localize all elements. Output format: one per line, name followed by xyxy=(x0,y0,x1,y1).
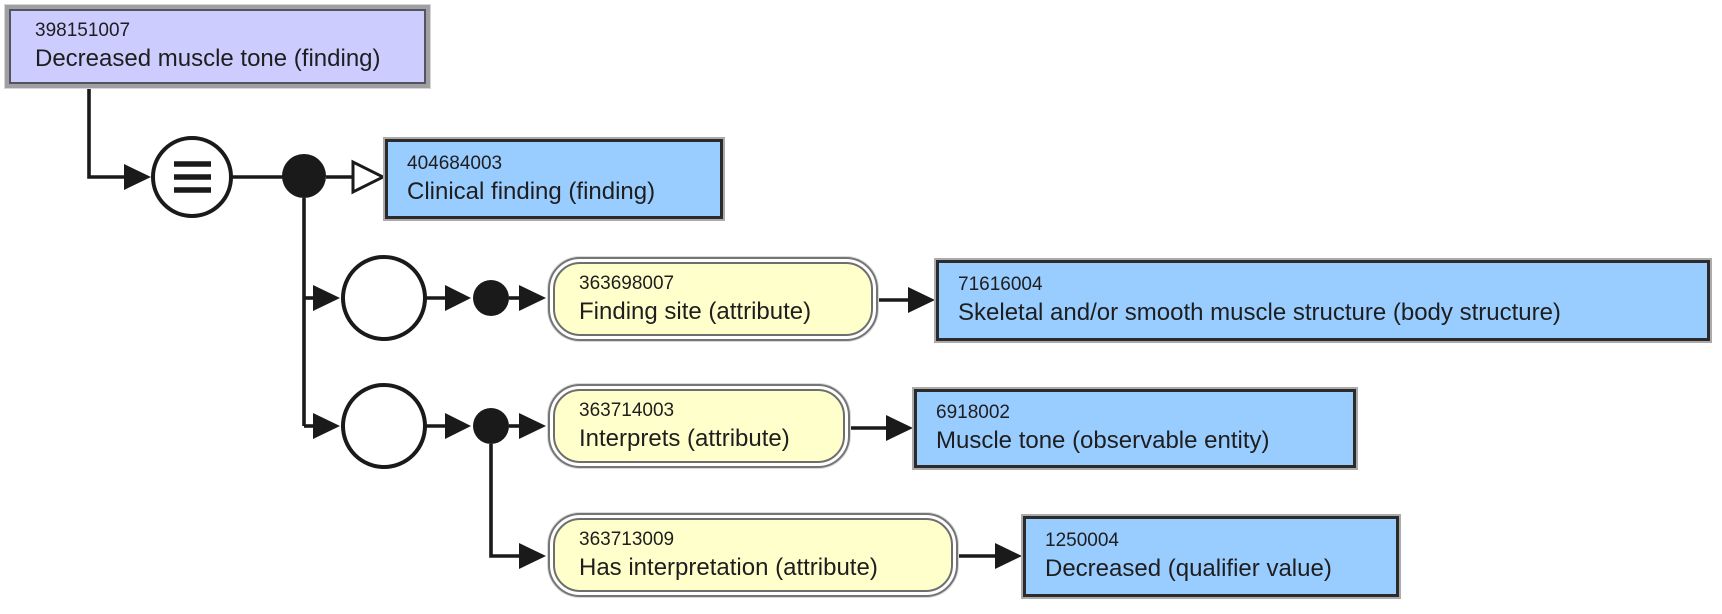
attribute-box-has-interpretation: 363713009 Has interpretation (attribute) xyxy=(548,513,958,597)
attribute-term: Interprets (attribute) xyxy=(579,424,790,452)
concept-code: 6918002 xyxy=(936,402,1010,424)
value-box-observable-entity: 6918002 Muscle tone (observable entity) xyxy=(914,389,1356,468)
connector-line xyxy=(489,444,519,558)
attribute-code: 363714003 xyxy=(579,399,675,421)
attribute-box-inner: 363713009 Has interpretation (attribute) xyxy=(553,518,953,592)
arrowhead-icon xyxy=(908,287,935,313)
value-box-qualifier-value: 1250004 Decreased (qualifier value) xyxy=(1023,516,1399,597)
attribute-box-interprets: 363714003 Interprets (attribute) xyxy=(548,384,850,468)
isa-arrowhead-icon xyxy=(351,159,387,195)
arrowhead-icon xyxy=(886,415,913,441)
value-box-body-structure: 71616004 Skeletal and/or smooth muscle s… xyxy=(936,260,1710,341)
arrowhead-icon xyxy=(445,285,471,311)
concept-code: 1250004 xyxy=(1045,530,1119,552)
arrowhead-icon xyxy=(519,543,546,569)
attribute-box-inner: 363698007 Finding site (attribute) xyxy=(553,262,873,336)
attribute-box-finding-site: 363698007 Finding site (attribute) xyxy=(548,257,878,341)
attribute-box-inner: 363714003 Interprets (attribute) xyxy=(553,389,845,463)
concept-code: 404684003 xyxy=(407,152,503,174)
arrowhead-icon xyxy=(313,413,340,439)
attribute-term: Finding site (attribute) xyxy=(579,297,812,325)
conjunction-node xyxy=(473,408,509,444)
role-group-node xyxy=(341,255,427,341)
conjunction-node xyxy=(282,154,326,198)
arrowhead-icon xyxy=(995,543,1022,569)
arrowhead-icon xyxy=(313,285,340,311)
concept-code: 398151007 xyxy=(35,20,131,42)
conjunction-node xyxy=(473,280,509,316)
attribute-code: 363698007 xyxy=(579,272,675,294)
isa-target-box: 404684003 Clinical finding (finding) xyxy=(385,139,723,219)
arrowhead-icon xyxy=(124,164,151,190)
concept-term: Decreased muscle tone (finding) xyxy=(35,45,381,73)
connector-line xyxy=(87,88,124,179)
attribute-term: Has interpretation (attribute) xyxy=(579,553,878,581)
attribute-code: 363713009 xyxy=(579,528,675,550)
arrowhead-icon xyxy=(519,285,546,311)
concept-term: Muscle tone (observable entity) xyxy=(936,427,1270,455)
arrowhead-icon xyxy=(445,413,471,439)
concept-term: Decreased (qualifier value) xyxy=(1045,555,1332,583)
root-concept-box: 398151007 Decreased muscle tone (finding… xyxy=(9,9,426,84)
concept-term: Clinical finding (finding) xyxy=(407,177,656,205)
role-group-node xyxy=(341,383,427,469)
arrowhead-icon xyxy=(519,413,546,439)
concept-term: Skeletal and/or smooth muscle structure … xyxy=(958,299,1561,327)
concept-code: 71616004 xyxy=(958,274,1043,296)
